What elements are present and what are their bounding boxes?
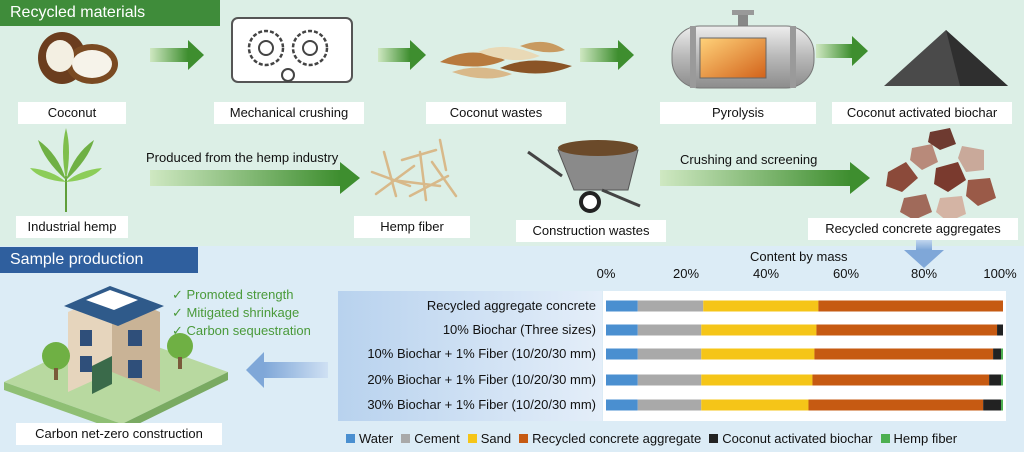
- bar-segment-cement: [637, 300, 704, 312]
- legend-swatch: [880, 434, 890, 443]
- bar-segment-biochar: [983, 399, 1002, 411]
- bar-segment-fiber: [1001, 399, 1003, 411]
- legend-swatch: [467, 434, 477, 443]
- category-label: Recycled aggregate concrete: [426, 298, 596, 313]
- legend-item-water: Water: [346, 431, 393, 446]
- coconut-waste-icon: [440, 41, 572, 79]
- bar-segment-cement: [637, 374, 702, 386]
- arrow-icon: [150, 40, 204, 70]
- bar-segment-sand: [701, 374, 813, 386]
- label-hemp-fiber: Hemp fiber: [354, 216, 470, 238]
- x-tick-label: 20%: [672, 266, 700, 281]
- legend-swatch: [401, 434, 411, 443]
- bar-segment-rca: [818, 300, 1003, 312]
- bar-segment-water: [606, 348, 638, 360]
- arrow-icon: [580, 40, 634, 70]
- bar-segment-fiber: [1001, 374, 1003, 386]
- legend-label: Coconut activated biochar: [722, 431, 873, 446]
- bar-segment-rca: [816, 324, 998, 336]
- x-tick-label: 0%: [596, 266, 616, 281]
- bar-segment-water: [606, 300, 638, 312]
- category-label-panel: Recycled aggregate concrete 10% Biochar …: [338, 291, 602, 421]
- category-label: 20% Biochar + 1% Fiber (10/20/30 mm): [367, 372, 596, 387]
- arrow-icon: [378, 40, 426, 70]
- arrow-icon: [816, 36, 868, 66]
- category-label: 10% Biochar + 1% Fiber (10/20/30 mm): [367, 346, 596, 361]
- building-icon: [4, 286, 228, 432]
- benefits-list: ✓ Promoted strength ✓ Mitigated shrinkag…: [172, 286, 311, 340]
- bar-segment-biochar: [997, 324, 1003, 336]
- bar-segment-cement: [637, 399, 702, 411]
- arrow-icon: [150, 162, 360, 194]
- legend-item-hemp-fiber: Hemp fiber: [880, 431, 958, 446]
- label-pyrolysis: Pyrolysis: [660, 102, 816, 124]
- x-tick-label: 60%: [832, 266, 860, 281]
- arrow-icon: [904, 238, 944, 268]
- label-mechanical-crushing: Mechanical crushing: [214, 102, 364, 124]
- legend-label: Recycled concrete aggregate: [532, 431, 702, 446]
- pyrolysis-reactor-icon: [671, 10, 815, 89]
- bar-segment-water: [606, 399, 638, 411]
- legend-label: Hemp fiber: [893, 431, 958, 446]
- bar-segment-biochar: [989, 374, 1002, 386]
- legend-label: Water: [359, 431, 394, 446]
- bar-segment-water: [606, 324, 638, 336]
- x-tick-label: 100%: [983, 266, 1017, 281]
- label-coconut-activated-biochar: Coconut activated biochar: [832, 102, 1012, 124]
- arrow-icon: [660, 162, 870, 194]
- label-coconut: Coconut: [18, 102, 126, 124]
- bar-segment-cement: [637, 348, 702, 360]
- biochar-pile-icon: [884, 30, 1008, 86]
- aggregate-stones-icon: [886, 128, 996, 222]
- check-icon: ✓ Carbon sequestration: [172, 323, 311, 338]
- legend-item-biochar: Coconut activated biochar: [709, 431, 873, 446]
- bar-segment-sand: [701, 348, 815, 360]
- category-label: 10% Biochar (Three sizes): [442, 322, 596, 337]
- bar-segment-water: [606, 374, 638, 386]
- label-coconut-wastes: Coconut wastes: [426, 102, 566, 124]
- bar-segment-rca: [814, 348, 994, 360]
- sample-production-header: Sample production: [0, 247, 198, 273]
- legend-swatch: [346, 434, 355, 443]
- label-crushing-and-screening: Crushing and screening: [680, 152, 818, 167]
- legend-label: Cement: [414, 431, 460, 446]
- legend-label: Sand: [480, 431, 512, 446]
- label-recycled-concrete-aggregates: Recycled concrete aggregates: [808, 218, 1018, 240]
- label-industrial-hemp: Industrial hemp: [16, 216, 128, 238]
- chart-title: Content by mass: [750, 249, 848, 264]
- bar-segment-biochar: [993, 348, 1002, 360]
- category-label: 30% Biochar + 1% Fiber (10/20/30 mm): [367, 397, 596, 412]
- check-icon: ✓ Mitigated shrinkage: [172, 305, 300, 320]
- legend-item-sand: Sand: [467, 431, 512, 446]
- arrow-icon: [246, 352, 328, 388]
- hemp-fiber-icon: [370, 138, 458, 202]
- legend-swatch: [519, 434, 529, 443]
- chart-plot-area: [603, 291, 1006, 421]
- legend-swatch: [709, 434, 719, 443]
- label-carbon-net-zero-construction: Carbon net-zero construction: [16, 423, 222, 445]
- wheelbarrow-icon: [527, 140, 641, 213]
- bar-segment-sand: [701, 399, 809, 411]
- check-icon: ✓ Promoted strength: [172, 287, 294, 302]
- recycled-materials-header: Recycled materials: [0, 0, 220, 26]
- label-produced-from-hemp-industry: Produced from the hemp industry: [146, 150, 339, 165]
- label-construction-wastes: Construction wastes: [516, 220, 666, 242]
- bar-segment-cement: [637, 324, 702, 336]
- stacked-bar-chart: [606, 300, 1003, 411]
- legend-item-cement: Cement: [401, 431, 460, 446]
- bar-segment-fiber: [1001, 348, 1003, 360]
- hemp-leaf-icon: [30, 128, 102, 212]
- x-tick-label: 40%: [752, 266, 780, 281]
- crusher-icon: [231, 17, 353, 83]
- bar-segment-sand: [703, 300, 819, 312]
- legend-item-rca: Recycled concrete aggregate: [519, 431, 701, 446]
- coconut-icon: [38, 32, 118, 84]
- chart-legend: Water Cement Sand Recycled concrete aggr…: [346, 431, 965, 446]
- bar-segment-rca: [812, 374, 990, 386]
- x-tick-label: 80%: [910, 266, 938, 281]
- bar-segment-rca: [808, 399, 984, 411]
- bar-segment-sand: [701, 324, 817, 336]
